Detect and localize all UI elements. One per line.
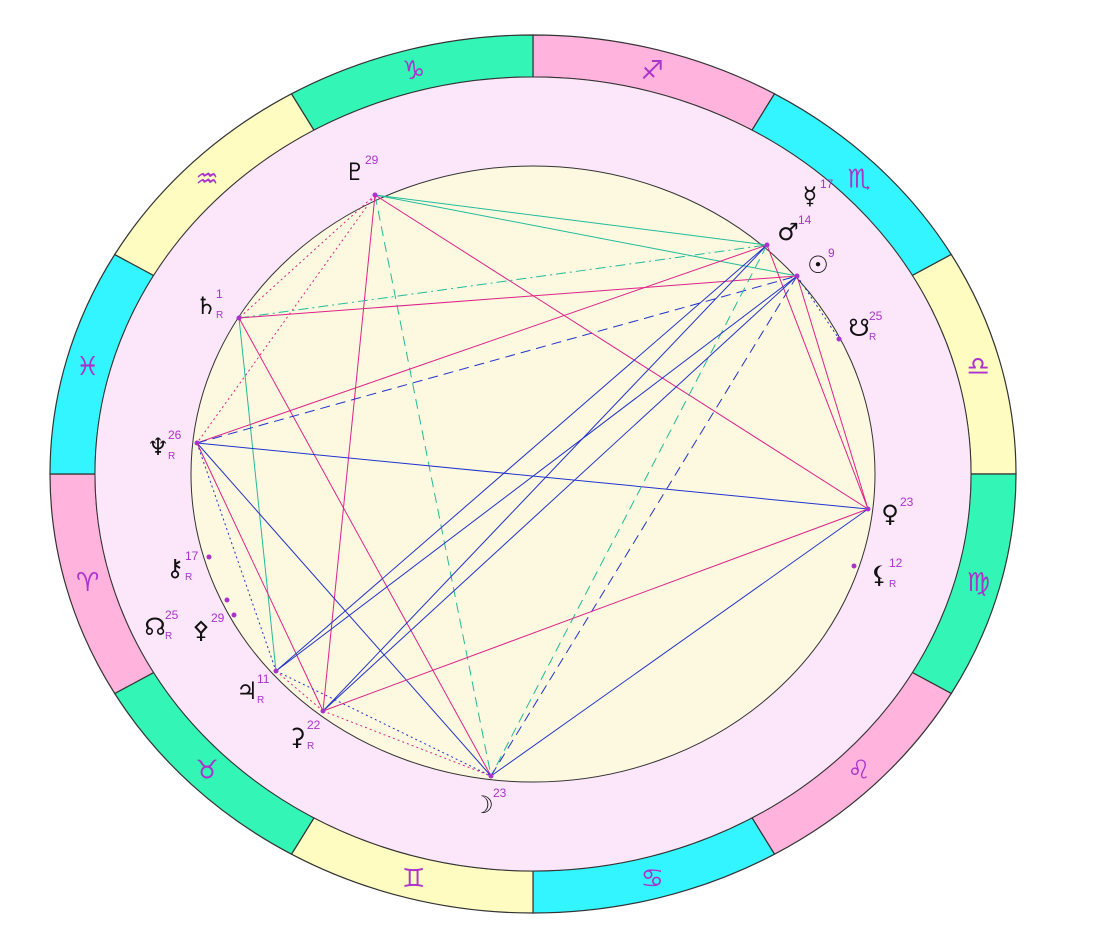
moon-icon: ☽ bbox=[472, 791, 494, 819]
planet-markers bbox=[194, 192, 871, 779]
sign-glyph-sagittarius: ♐ bbox=[641, 56, 664, 86]
planet-marker-saturn bbox=[236, 315, 242, 321]
aspect-line-pluto-moon bbox=[374, 194, 492, 777]
saturn-retrograde: R bbox=[216, 310, 223, 321]
chiron-icon: ⚷ bbox=[166, 554, 184, 582]
aspect-line-ceres-moon bbox=[322, 710, 492, 777]
ceres-2-icon: ⚴ bbox=[192, 616, 210, 644]
planet-marker-pluto bbox=[372, 192, 378, 198]
planet-marker-jupiter bbox=[273, 668, 279, 674]
sign-glyph-libra: ♎ bbox=[967, 352, 990, 382]
north-node-icon: ☊ bbox=[144, 613, 165, 641]
sign-glyph-pisces: ♓ bbox=[76, 352, 99, 382]
mercury-icon: ☿ bbox=[803, 182, 818, 210]
chiron-degree: 17 bbox=[185, 549, 199, 563]
neptune-retrograde: R bbox=[168, 451, 175, 462]
sign-glyph-aquarius: ♒ bbox=[195, 164, 218, 194]
sun-icon: ☉ bbox=[807, 251, 829, 279]
pluto-degree: 29 bbox=[365, 153, 379, 167]
neptune-icon: ♆ bbox=[147, 433, 169, 461]
north-node-degree: 25 bbox=[165, 608, 179, 622]
planet-marker-north-node bbox=[224, 597, 230, 603]
south-node-retrograde: R bbox=[869, 332, 876, 343]
planet-marker-ceres bbox=[320, 708, 326, 714]
south-node-degree: 25 bbox=[869, 309, 883, 323]
sign-glyph-scorpio: ♏ bbox=[847, 164, 870, 194]
aspect-line-pluto-venus bbox=[374, 194, 869, 510]
aspect-line-neptune-ceres bbox=[196, 442, 324, 712]
aspect-line-neptune-mars bbox=[196, 244, 768, 444]
south-node-icon: ☋ bbox=[848, 314, 869, 342]
aspect-line-mars-jupiter bbox=[275, 244, 768, 672]
north-node-retrograde: R bbox=[165, 631, 172, 642]
saturn-icon: ♄ bbox=[195, 292, 217, 320]
ceres-retrograde: R bbox=[307, 741, 314, 752]
planet-marker-mars bbox=[764, 242, 770, 248]
sun-degree: 9 bbox=[828, 246, 835, 260]
aspect-line-jupiter-ceres bbox=[275, 670, 324, 712]
ceres-icon: ⚳ bbox=[288, 723, 306, 751]
aspect-line-pluto-ceres bbox=[322, 194, 376, 712]
aspect-line-neptune-sun bbox=[196, 275, 798, 444]
planet-labels: ♇29☿17♂14☉9☋25R♀23⚸12R☽23⚳22R♃11R⚴29☊25R… bbox=[144, 153, 913, 819]
planet-marker-neptune bbox=[194, 440, 200, 446]
aspect-line-neptune-jupiter bbox=[196, 442, 277, 672]
black-moon-retrograde: R bbox=[889, 579, 896, 590]
chiron-retrograde: R bbox=[185, 572, 192, 583]
aspect-line-pluto-mars bbox=[374, 194, 768, 246]
jupiter-degree: 11 bbox=[257, 672, 270, 686]
sign-glyph-leo: ♌ bbox=[847, 756, 870, 786]
aspect-line-pluto-saturn bbox=[238, 194, 376, 319]
venus-icon: ♀ bbox=[881, 500, 899, 528]
zodiac-sign-ring bbox=[49, 34, 1017, 914]
pluto-icon: ♇ bbox=[344, 158, 366, 186]
mars-degree: 14 bbox=[798, 213, 812, 227]
neptune-degree: 26 bbox=[168, 428, 182, 442]
mars-icon: ♂ bbox=[777, 218, 799, 246]
planet-marker-ceres-2 bbox=[231, 612, 237, 618]
jupiter-icon: ♃ bbox=[236, 677, 258, 705]
moon-degree: 23 bbox=[493, 786, 507, 800]
venus-degree: 23 bbox=[900, 495, 914, 509]
aspect-line-pluto-neptune bbox=[196, 194, 376, 444]
planet-marker-black-moon bbox=[851, 563, 857, 569]
sign-glyphs: ♐ ♏ ♎ ♍ ♌ ♋ ♊ ♉ ♈ ♓ ♒ ♑ bbox=[76, 56, 990, 894]
ceres-degree: 22 bbox=[307, 718, 321, 732]
planet-marker-south-node bbox=[836, 336, 842, 342]
saturn-degree: 1 bbox=[216, 287, 223, 301]
black-moon-degree: 12 bbox=[889, 556, 903, 570]
sign-glyph-taurus: ♉ bbox=[195, 756, 218, 786]
jupiter-retrograde: R bbox=[257, 695, 264, 706]
aspect-line-saturn-mars bbox=[238, 244, 768, 319]
planet-marker-venus bbox=[865, 506, 871, 512]
aspect-line-mars-ceres bbox=[322, 244, 768, 712]
sign-glyph-capricorn: ♑ bbox=[402, 56, 425, 86]
aspect-line-sun-jupiter bbox=[275, 275, 798, 672]
mercury-degree: 17 bbox=[820, 177, 834, 191]
aspect-line-saturn-moon bbox=[238, 317, 492, 777]
aspect-line-pluto-sun bbox=[374, 194, 798, 277]
sign-glyph-virgo: ♍ bbox=[967, 568, 990, 598]
aspect-line-sun-ceres bbox=[322, 275, 798, 712]
aspect-line-saturn-jupiter bbox=[238, 317, 277, 672]
aspect-line-sun-moon bbox=[490, 275, 798, 777]
planet-marker-moon bbox=[488, 773, 494, 779]
planet-marker-sun bbox=[794, 273, 800, 279]
planet-marker-chiron bbox=[206, 554, 212, 560]
sign-glyph-cancer: ♋ bbox=[641, 864, 664, 894]
ceres-2-degree: 29 bbox=[211, 611, 225, 625]
sign-glyph-gemini: ♊ bbox=[402, 864, 425, 894]
aspect-line-mars-venus bbox=[766, 244, 869, 510]
aspect-line-neptune-moon bbox=[196, 442, 492, 777]
aspect-line-venus-ceres bbox=[322, 508, 869, 712]
black-moon-icon: ⚸ bbox=[870, 561, 888, 589]
sign-glyph-aries: ♈ bbox=[76, 568, 99, 598]
aspect-line-sun-venus bbox=[796, 275, 869, 510]
aspect-lines bbox=[196, 194, 869, 777]
aspect-line-venus-moon bbox=[490, 508, 869, 777]
aspect-line-saturn-sun bbox=[238, 275, 798, 319]
